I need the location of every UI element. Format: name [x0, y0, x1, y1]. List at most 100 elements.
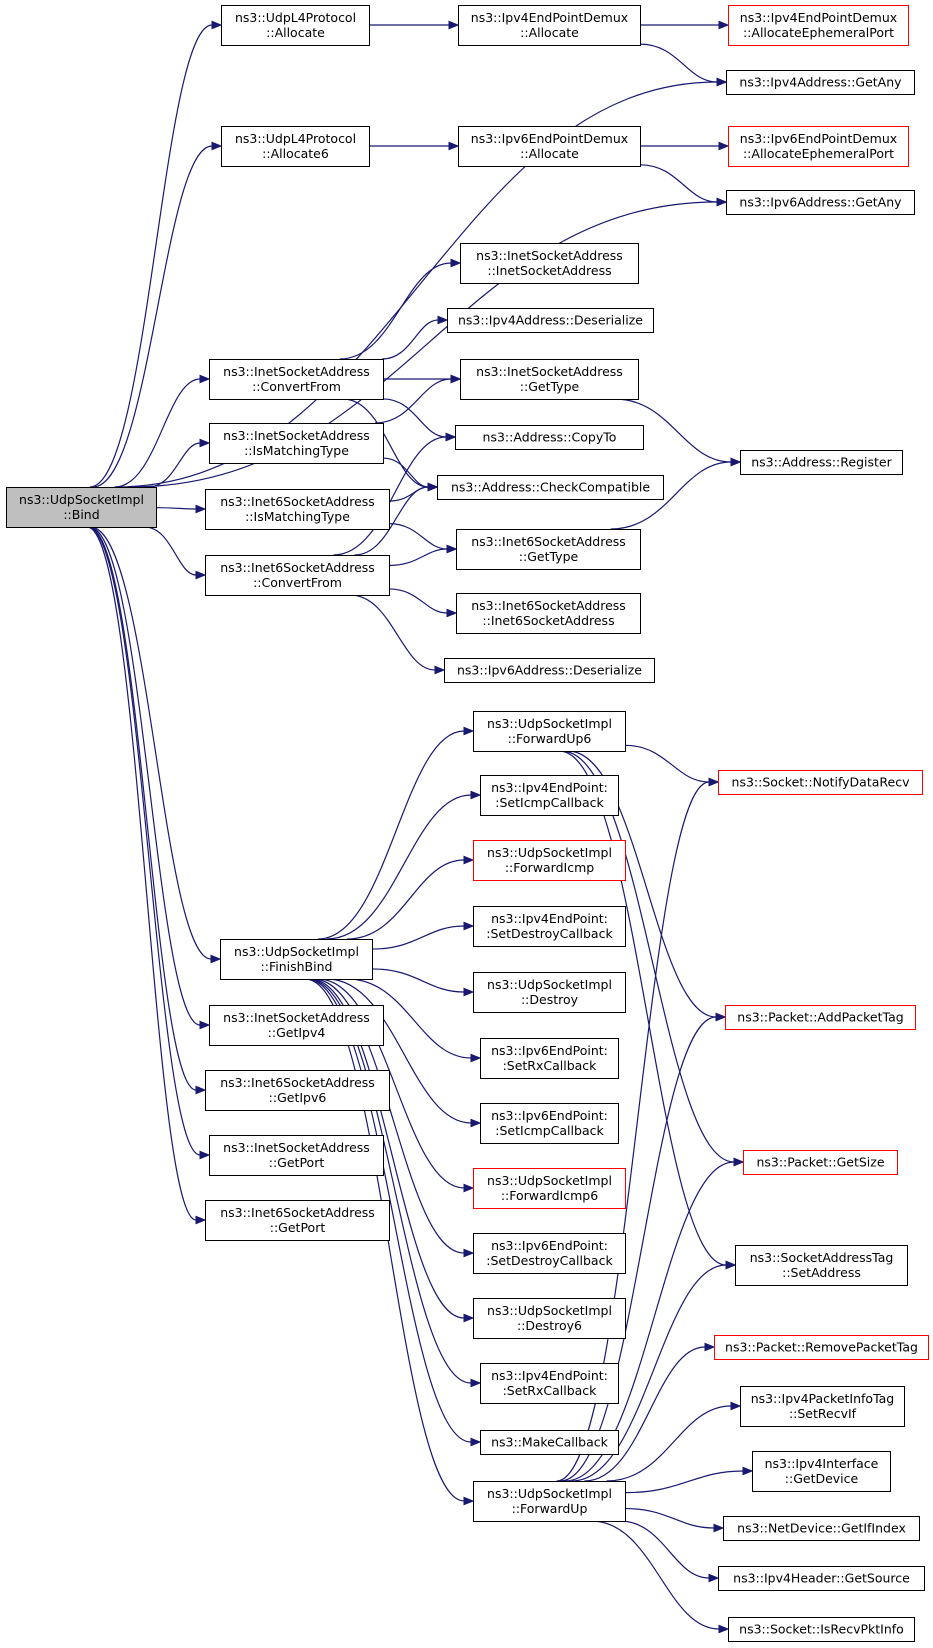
node-remove-tag[interactable]: ns3::Packet::RemovePacketTag [714, 1335, 929, 1360]
node-fwd-up[interactable]: ns3::UdpSocketImpl::ForwardUp [473, 1481, 626, 1522]
node-udp-alloc[interactable]: ns3::UdpL4Protocol::Allocate [221, 5, 370, 46]
node-label: ::Destroy [521, 992, 579, 1007]
node-box [480, 1430, 619, 1455]
node-ipv6-ep-rx[interactable]: ns3::Ipv6EndPoint::SetRxCallback [480, 1038, 619, 1079]
node-if-index[interactable]: ns3::NetDevice::GetIfIndex [723, 1516, 920, 1541]
node-box [209, 359, 384, 400]
node-check-compat[interactable]: ns3::Address::CheckCompatible [437, 475, 664, 500]
node-notify[interactable]: ns3::Socket::NotifyDataRecv [718, 770, 923, 795]
edge-line [333, 436, 447, 556]
arrowhead [210, 954, 222, 964]
node-get-size[interactable]: ns3::Packet::GetSize [743, 1150, 898, 1175]
node-inet-match[interactable]: ns3::InetSocketAddress::IsMatchingType [209, 423, 384, 464]
node-ipv4-if-dev[interactable]: ns3::Ipv4Interface::GetDevice [752, 1451, 891, 1492]
node-label: ns3::Inet6SocketAddress [220, 494, 375, 509]
node-box [221, 126, 370, 167]
node-label: ::GetDevice [785, 1471, 859, 1486]
arrowhead [446, 544, 458, 554]
node-label: ns3::Inet6SocketAddress [220, 1205, 375, 1220]
node-fwd-up6[interactable]: ns3::UdpSocketImpl::ForwardUp6 [473, 711, 626, 752]
edge-bind-to-inet-conv [114, 374, 211, 488]
node-finish-bind[interactable]: ns3::UdpSocketImpl::FinishBind [220, 939, 373, 980]
node-get-port[interactable]: ns3::InetSocketAddress::GetPort [209, 1135, 384, 1176]
node-ipv6-any[interactable]: ns3::Ipv6Address::GetAny [726, 190, 915, 215]
node-label: ::SetRecvIf [789, 1406, 857, 1421]
edge-line [148, 442, 201, 488]
node-label: ns3::Ipv4Interface [765, 1456, 879, 1471]
node-bind[interactable]: ns3::UdpSocketImpl::Bind [6, 487, 157, 528]
node-fwd-icmp6[interactable]: ns3::UdpSocketImpl::ForwardIcmp6 [473, 1168, 626, 1209]
node-ipv6-deser[interactable]: ns3::Ipv6Address::Deserialize [444, 658, 655, 683]
node-ipv4-any[interactable]: ns3::Ipv4Address::GetAny [726, 70, 915, 95]
arrowhead [470, 1053, 482, 1063]
edge-fwd-up-to-ipv4-if-dev [624, 1466, 754, 1494]
node-copy-to[interactable]: ns3::Address::CopyTo [455, 425, 644, 450]
node-inet-get-type[interactable]: ns3::InetSocketAddress::GetType [460, 359, 639, 400]
edge-line [610, 461, 732, 530]
node-ipv6-eph[interactable]: ns3::Ipv6EndPointDemux::AllocateEphemera… [728, 126, 909, 167]
node-inet6-get-type[interactable]: ns3::Inet6SocketAddress::GetType [456, 529, 641, 570]
node-recv-pkt[interactable]: ns3::Socket::IsRecvPktInfo [728, 1617, 915, 1642]
edge-line [354, 486, 429, 556]
arrowhead [713, 1523, 725, 1533]
node-get-ipv4[interactable]: ns3::InetSocketAddress::GetIpv4 [209, 1005, 384, 1046]
node-box [480, 1103, 619, 1144]
node-inet-ctor[interactable]: ns3::InetSocketAddress::InetSocketAddres… [460, 243, 639, 284]
node-label: ns3::Ipv4EndPointDemux [471, 10, 628, 25]
edge-ipv6-demux-to-ipv6-eph [640, 141, 730, 151]
node-pkt-info[interactable]: ns3::Ipv4PacketInfoTag::SetRecvIf [740, 1386, 905, 1427]
arrowhead [716, 77, 728, 87]
node-sock-addr-tag[interactable]: ns3::SocketAddressTag::SetAddress [735, 1245, 908, 1286]
node-box [221, 5, 370, 46]
edge-ipv4-demux-to-ipv4-any [639, 43, 728, 87]
node-get-ipv6[interactable]: ns3::Inet6SocketAddress::GetIpv6 [205, 1070, 390, 1111]
node-udp-alloc6[interactable]: ns3::UdpL4Protocol::Allocate6 [221, 126, 370, 167]
node-label: ::Allocate6 [262, 146, 329, 161]
node-box [437, 475, 664, 500]
node-box [725, 1005, 916, 1030]
node-label: ::GetType [519, 549, 579, 564]
node-ipv4-deser[interactable]: ns3::Ipv4Address::Deserialize [447, 308, 654, 333]
node-ipv4-ep-destroy[interactable]: ns3::Ipv4EndPoint::SetDestroyCallback [473, 906, 626, 947]
node-ipv6-ep-icmp[interactable]: ns3::Ipv6EndPoint::SetIcmpCallback [480, 1103, 619, 1144]
node-get-source[interactable]: ns3::Ipv4Header::GetSource [718, 1566, 925, 1591]
arrowhead [470, 1437, 482, 1447]
node-destroy[interactable]: ns3::UdpSocketImpl::Destroy [473, 972, 626, 1013]
node-label: ns3::Ipv6EndPointDemux [740, 131, 897, 146]
node-ipv4-ep-icmp[interactable]: ns3::Ipv4EndPoint::SetIcmpCallback [480, 775, 619, 816]
node-ipv6-ep-destroy[interactable]: ns3::Ipv6EndPoint::SetDestroyCallback [473, 1233, 626, 1274]
node-addr-reg[interactable]: ns3::Address::Register [740, 450, 903, 475]
node-ipv4-demux[interactable]: ns3::Ipv4EndPointDemux::Allocate [458, 5, 641, 46]
node-label: ns3::InetSocketAddress [223, 1010, 370, 1025]
node-box [718, 1566, 925, 1591]
node-ipv4-eph[interactable]: ns3::Ipv4EndPointDemux::AllocateEphemera… [728, 5, 909, 46]
node-get6-port[interactable]: ns3::Inet6SocketAddress::GetPort [205, 1200, 390, 1241]
node-fwd-icmp[interactable]: ns3::UdpSocketImpl::ForwardIcmp [473, 840, 626, 881]
edge-bind-to-get-ipv4 [89, 526, 211, 1030]
edge-line [560, 1016, 717, 1482]
node-label: ns3::Packet::RemovePacketTag [725, 1340, 918, 1355]
node-add-tag[interactable]: ns3::Packet::AddPacketTag [725, 1005, 916, 1030]
node-inet6-ctor[interactable]: ns3::Inet6SocketAddress::Inet6SocketAddr… [456, 593, 641, 634]
node-ipv4-ep-rx[interactable]: ns3::Ipv4EndPoint::SetRxCallback [480, 1363, 619, 1404]
edge-line [639, 43, 718, 83]
node-destroy6[interactable]: ns3::UdpSocketImpl::Destroy6 [473, 1298, 626, 1339]
edge-udp-alloc6-to-ipv6-demux [369, 141, 460, 151]
node-ipv6-demux[interactable]: ns3::Ipv6EndPointDemux::Allocate [458, 126, 641, 167]
edge-line [326, 794, 472, 940]
edge-bind-to-finish-bind [90, 526, 222, 964]
edge-inet6-conv-to-inet6-get-type [388, 544, 458, 567]
node-inet6-conv[interactable]: ns3::Inet6SocketAddress::ConvertFrom [205, 555, 390, 596]
arrowhead [446, 608, 458, 618]
edge-line [89, 24, 213, 488]
node-make-cb[interactable]: ns3::MakeCallback [480, 1430, 619, 1455]
edge-line [307, 978, 472, 1384]
node-box [458, 126, 641, 167]
arrowhead [445, 432, 457, 442]
node-inet-conv[interactable]: ns3::InetSocketAddress::ConvertFrom [209, 359, 384, 400]
edge-line [339, 262, 452, 360]
edge-bind-to-udp-alloc6 [92, 141, 223, 488]
edge-fwd-up-to-sock-addr-tag [572, 1260, 737, 1482]
node-inet6-match[interactable]: ns3::Inet6SocketAddress::IsMatchingType [205, 489, 390, 530]
arrowhead [211, 141, 223, 151]
